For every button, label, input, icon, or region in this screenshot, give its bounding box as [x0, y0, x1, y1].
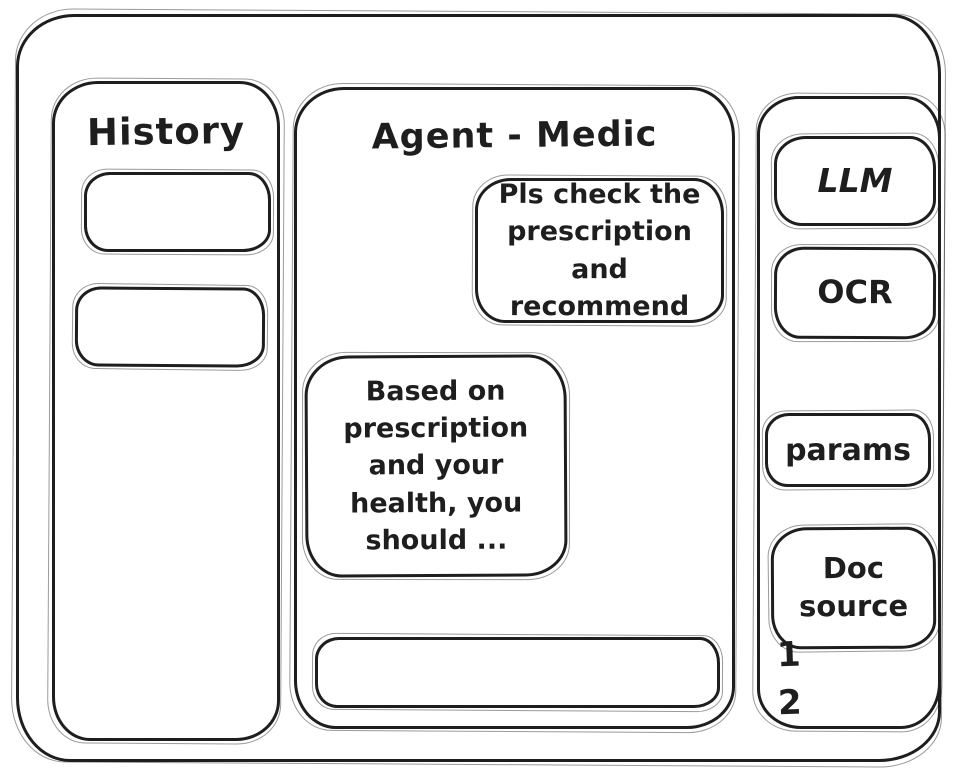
chat-input[interactable] — [318, 640, 717, 705]
user-message-bubble: Pls check the prescription and recommend — [475, 178, 724, 323]
app-frame: History Agent - Medic Pls check the pres… — [16, 14, 941, 762]
doc-source-item-2: 2 — [777, 682, 803, 724]
history-title: History — [86, 108, 246, 155]
history-item[interactable] — [74, 286, 266, 368]
assistant-message-bubble: Based on prescription and your health, y… — [304, 354, 568, 578]
llm-button[interactable]: LLM — [774, 136, 936, 226]
history-panel: History — [52, 81, 280, 741]
chat-input-bar — [315, 637, 720, 708]
chat-title: Agent - Medic — [371, 114, 658, 158]
ocr-button[interactable]: OCR — [773, 246, 937, 340]
doc-source-item-1: 1 — [776, 634, 802, 676]
doc-source-button[interactable]: Doc source — [770, 526, 937, 650]
history-item[interactable] — [84, 172, 271, 252]
chat-panel: Agent - Medic Pls check the prescription… — [294, 87, 735, 729]
params-button[interactable]: params — [765, 413, 931, 487]
tools-panel: LLM OCR params Doc source 1 2 — [757, 96, 941, 729]
